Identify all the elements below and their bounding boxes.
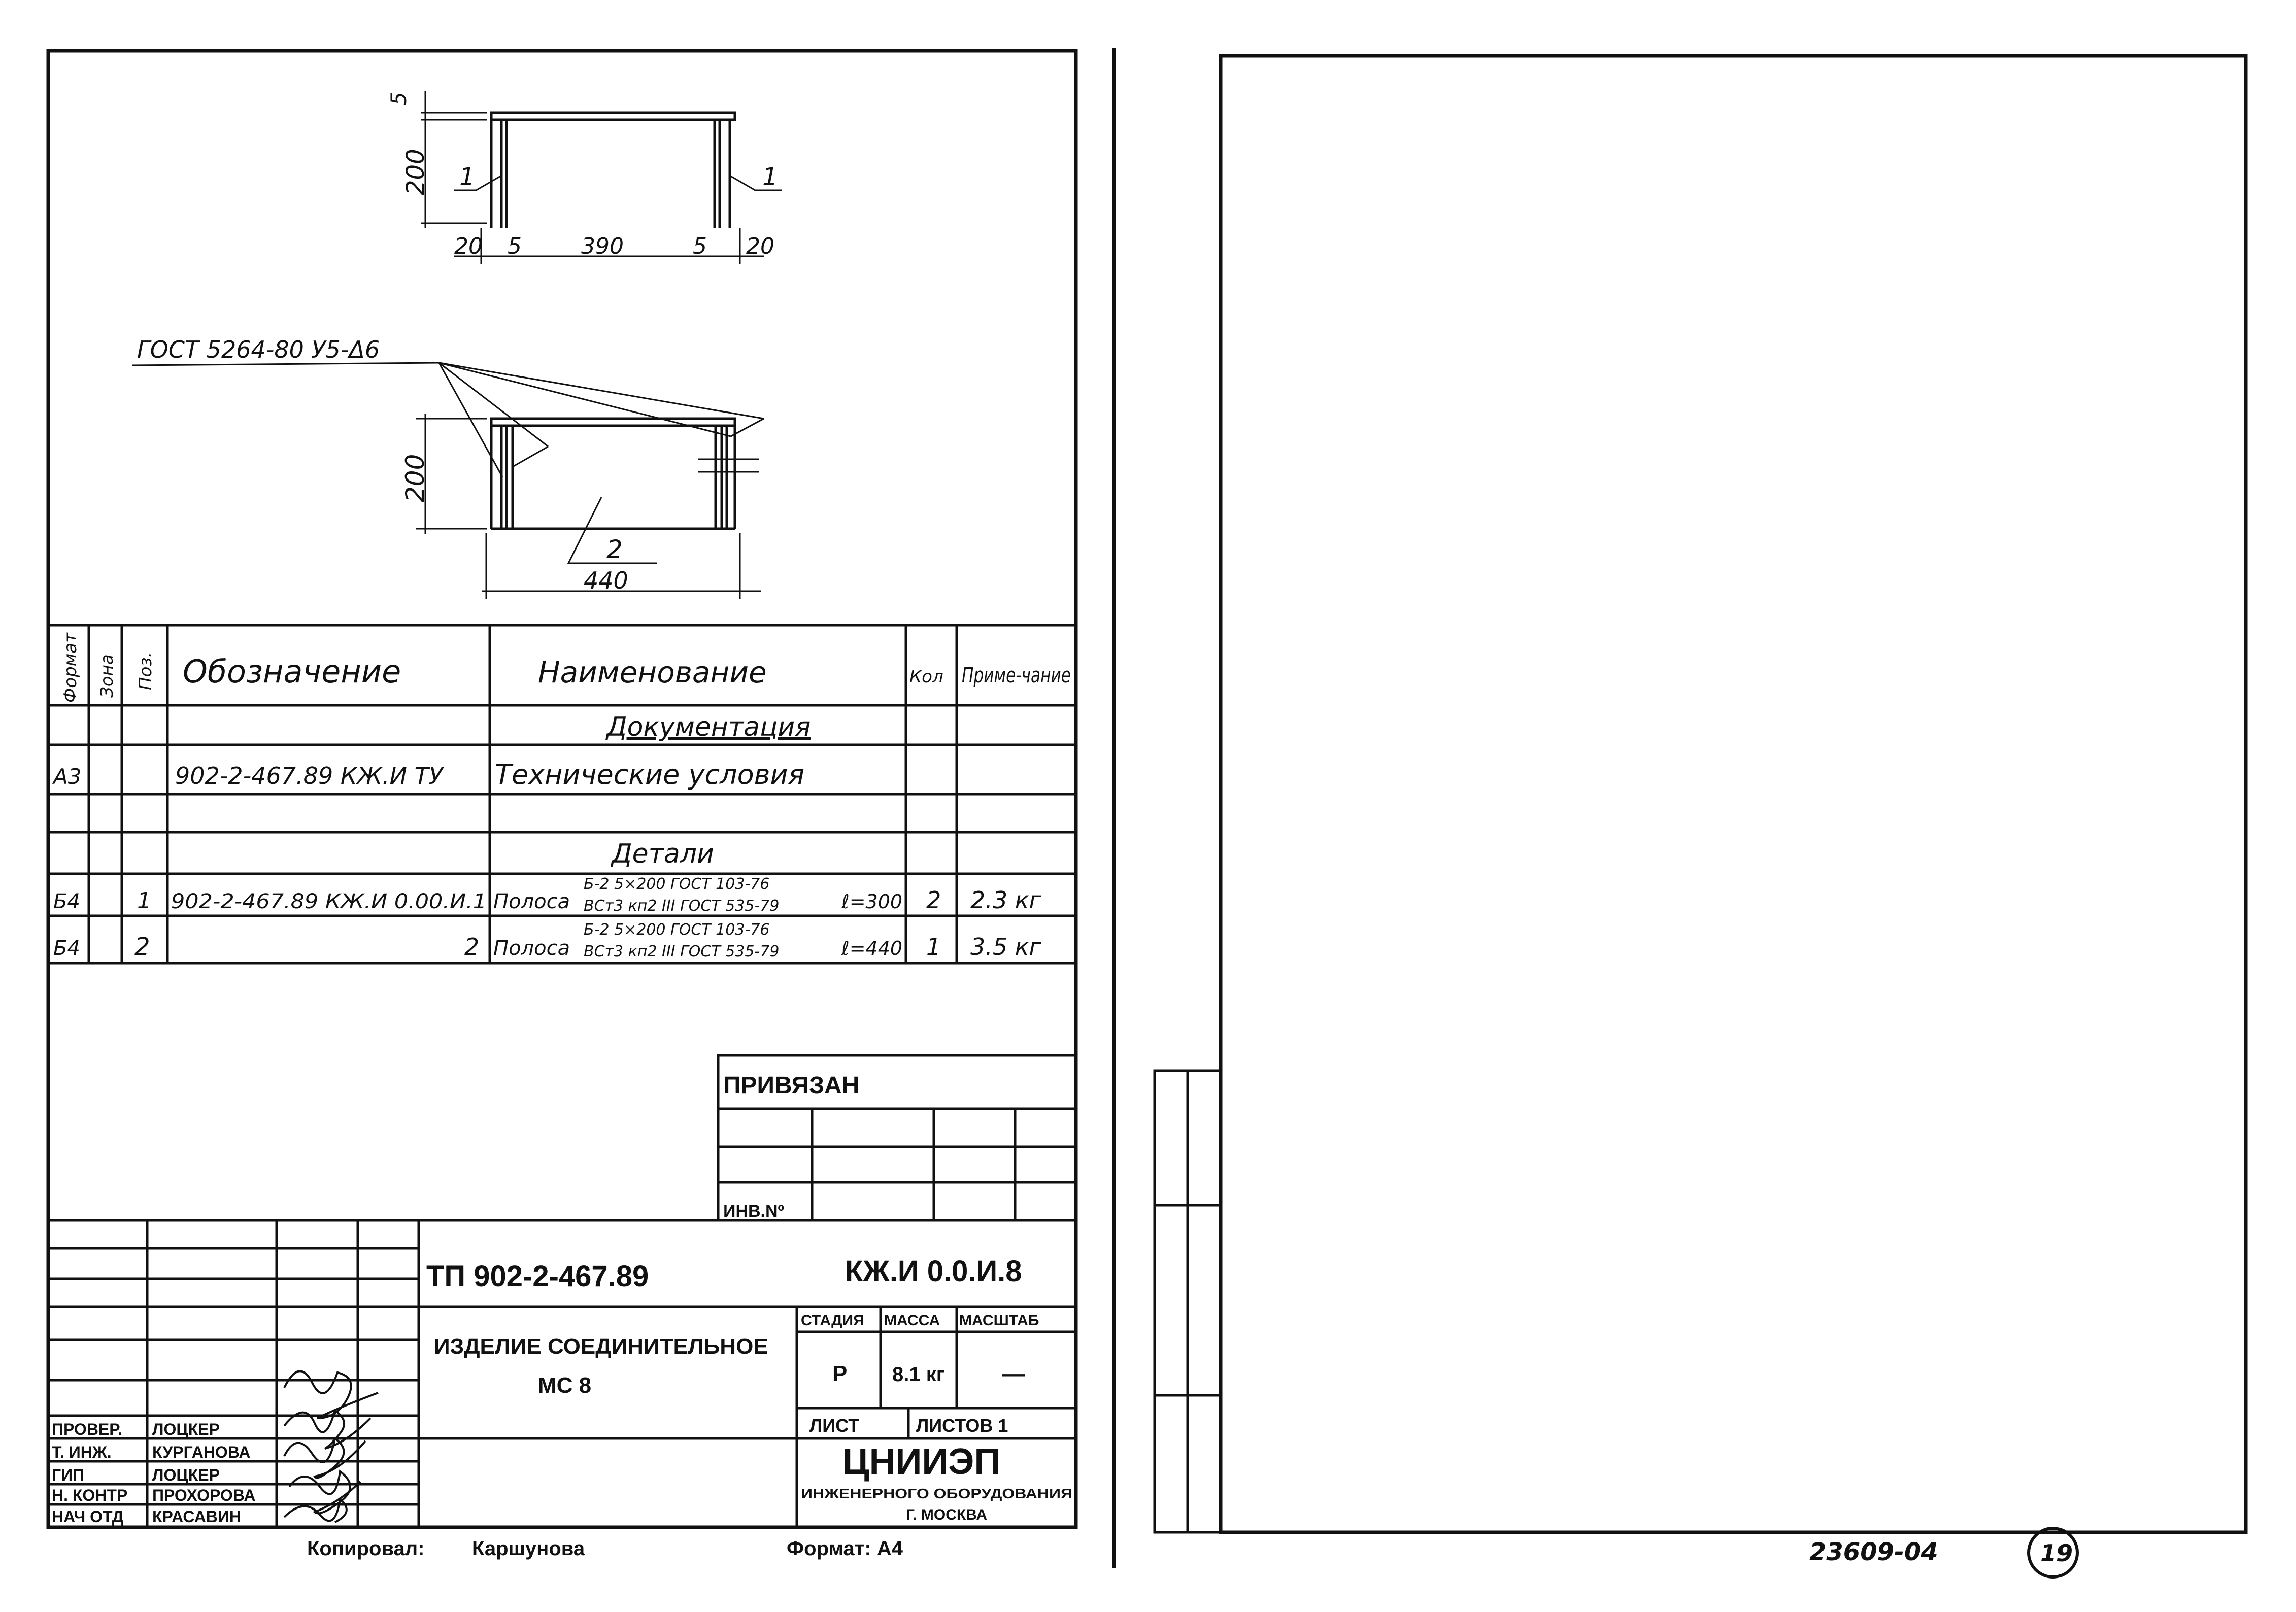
row3-format: Б4 [53, 937, 80, 960]
dim-top-right-thickness: 5 [693, 233, 707, 259]
row3-designation: 2 [464, 933, 479, 961]
role-3: ГИП [52, 1466, 84, 1484]
leader-label-top-left: 1 [459, 163, 475, 191]
role-5: НАЧ ОТД [52, 1507, 124, 1526]
weld-note: ГОСТ 5264-80 У5-Δ6 [137, 336, 380, 363]
row1-designation: 902-2-467.89 КЖ.И ТУ [175, 762, 445, 790]
role-2: Т. ИНЖ. [52, 1443, 112, 1461]
row2-qty: 2 [926, 886, 941, 914]
role-1-name: ЛОЦКЕР [152, 1420, 220, 1438]
leader-label-top-right: 1 [762, 163, 778, 191]
dim-bottom-height: 200 [400, 454, 430, 502]
row3-name-bottom: ВСт3 кп2 III ГОСТ 535-79 [584, 943, 779, 961]
role-3-name: ЛОЦКЕР [152, 1466, 220, 1484]
role-1: ПРОВЕР. [52, 1420, 122, 1438]
header-note: Приме-чание [962, 663, 1071, 688]
section-parts: Детали [611, 839, 714, 869]
org-name: ЦНИИЭП [842, 1442, 1000, 1482]
dim-top-span: 390 [581, 233, 624, 259]
header-name: Наименование [538, 655, 767, 690]
section-docs: Документация [605, 712, 811, 742]
mass-label: МАССА [884, 1312, 940, 1329]
spec-table-grid [48, 624, 1076, 965]
row3-note: 3.5 кг [970, 933, 1042, 961]
page-number-circle [2027, 1527, 2079, 1579]
row2-designation: 902-2-467.89 КЖ.И 0.00.И.1 [171, 890, 487, 913]
row3-name: Полоса [493, 937, 570, 960]
header-qty: Кол [909, 667, 943, 687]
header-pos: Поз. [136, 652, 156, 690]
org-line2: ИНЖЕНЕРНОГО ОБОРУДОВАНИЯ [801, 1486, 1072, 1501]
format-label: Формат: А4 [787, 1537, 903, 1560]
copier-name: Каршунова [472, 1537, 585, 1560]
inv-number-label: ИНВ.Nº [723, 1202, 784, 1221]
doc-code: КЖ.И 0.0.И.8 [845, 1255, 1022, 1288]
org-line3: Г. МОСКВА [906, 1506, 987, 1523]
left-sheet-frame [46, 49, 1078, 1529]
row3-length: ℓ=440 [841, 937, 902, 959]
page-number: 19 [2040, 1539, 2073, 1567]
row1-name: Технические условия [495, 759, 804, 791]
item-name-line2: МС 8 [538, 1373, 591, 1398]
dim-top-strip: 5 [386, 92, 411, 106]
stage-label: СТАДИЯ [801, 1312, 864, 1329]
dim-top-right-margin: 20 [746, 233, 774, 259]
project-code: ТП 902-2-467.89 [426, 1260, 649, 1293]
sheet-label: ЛИСТ [809, 1415, 859, 1436]
item-name-line1: ИЗДЕЛИЕ СОЕДИНИТЕЛЬНОЕ [434, 1334, 768, 1359]
row2-name-bottom: ВСт3 кп2 III ГОСТ 535-79 [584, 897, 779, 915]
scale-label: МАСШТАБ [959, 1312, 1039, 1329]
scale-value: — [1002, 1361, 1025, 1386]
detail-view-top [421, 91, 782, 264]
header-zone: Зона [97, 654, 117, 698]
row1-format: А3 [52, 764, 81, 789]
row2-name: Полоса [493, 890, 570, 913]
leader-label-bottom: 2 [606, 535, 623, 564]
copied-label: Копировал: [307, 1537, 425, 1560]
dim-top-height: 200 [401, 149, 430, 195]
row2-length: ℓ=300 [841, 890, 902, 913]
archive-code: 23609-04 [1809, 1538, 1938, 1566]
header-format: Формат [60, 632, 81, 703]
role-4-name: ПРОХОРОВА [152, 1486, 255, 1504]
dim-top-left-margin: 20 [454, 233, 483, 259]
role-2-name: КУРГАНОВА [152, 1443, 250, 1461]
row3-name-top: Б-2 5×200 ГОСТ 103-76 [584, 921, 769, 939]
signatures [283, 1370, 379, 1523]
privyazan-title: ПРИВЯЗАН [723, 1072, 859, 1099]
mass-value: 8.1 кг [892, 1363, 944, 1386]
sheets-label: ЛИСТОВ 1 [916, 1415, 1008, 1436]
row2-note: 2.3 кг [970, 886, 1042, 914]
stage-value: Р [832, 1361, 847, 1386]
row3-pos: 2 [134, 933, 150, 961]
row2-format: Б4 [53, 890, 80, 913]
dim-top-left-thickness: 5 [508, 233, 522, 259]
row2-pos: 1 [137, 888, 151, 914]
right-side-stamp-grid [1153, 1069, 1222, 1534]
privyazan-grid [717, 1054, 1077, 1222]
role-4: Н. КОНТР [52, 1486, 127, 1504]
detail-view-bottom [131, 362, 764, 599]
role-5-name: КРАСАВИН [152, 1507, 241, 1526]
row3-qty: 1 [926, 933, 941, 961]
row2-name-top: Б-2 5×200 ГОСТ 103-76 [584, 875, 769, 893]
right-sheet-frame [1219, 54, 2248, 1534]
header-designation: Обозначение [183, 653, 401, 690]
dim-bottom-width: 440 [584, 567, 628, 594]
